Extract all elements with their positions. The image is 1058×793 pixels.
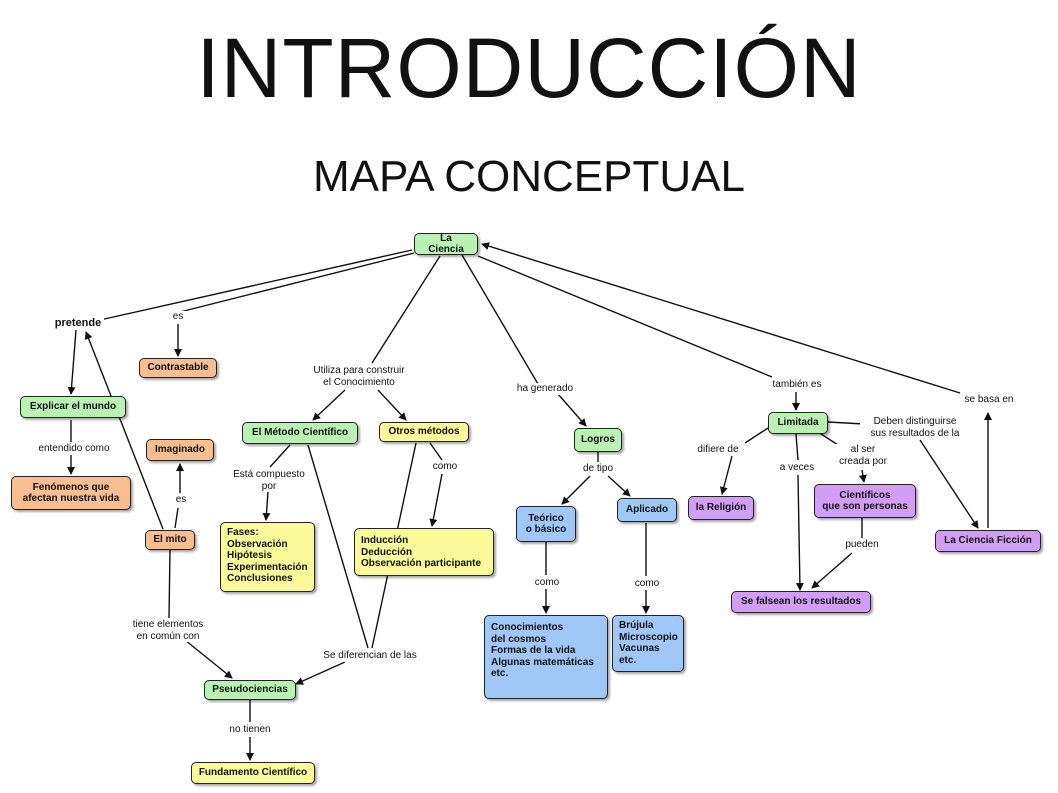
node-otros-metodos[interactable]: Otros métodos xyxy=(379,422,469,442)
node-explicar-mundo[interactable]: Explicar el mundo xyxy=(20,396,126,418)
node-fases[interactable]: Fases: Observación Hipótesis Experimenta… xyxy=(220,522,315,592)
edge-mito-es xyxy=(174,507,179,529)
link-se-basa-en: se basa en xyxy=(956,394,1022,406)
link-entendido-como: entendido como xyxy=(28,443,120,455)
link-pretende: pretende xyxy=(52,317,104,330)
link-al-ser: al ser creada por xyxy=(834,444,892,467)
link-como-aplicado: como xyxy=(630,578,664,590)
link-se-diferencian: Se diferencian de las xyxy=(312,650,428,662)
link-ha-generado: ha generado xyxy=(510,383,580,395)
link-es-imaginado: es xyxy=(172,494,190,506)
node-el-mito[interactable]: El mito xyxy=(145,530,195,550)
edge-metodo-compuesto xyxy=(269,444,291,468)
edge-mito-tiene xyxy=(168,549,171,619)
node-contrastable[interactable]: Contrastable xyxy=(139,358,217,378)
link-tambien-es: también es xyxy=(762,379,832,391)
node-induccion[interactable]: Inducción Deducción Observación particip… xyxy=(354,528,494,576)
edge-difiere-religion xyxy=(719,455,733,495)
edge-limitada-difiere xyxy=(744,427,769,444)
edge-metodo-dif xyxy=(307,444,369,649)
node-metodo-cientifico[interactable]: El Método Científico xyxy=(242,422,358,444)
edge-pueden-falsean xyxy=(811,552,853,589)
edge-ciencia-tambien xyxy=(477,255,773,378)
link-esta-compuesto: Está compuesto por xyxy=(224,469,314,492)
edge-ciencia-utiliza xyxy=(371,255,441,364)
edge-limitada-deben xyxy=(827,421,865,425)
node-ciencia-ficcion[interactable]: La Ciencia Ficción xyxy=(935,530,1041,552)
edge-utiliza-metodo xyxy=(312,389,346,421)
edge-detipo-teorico xyxy=(561,475,591,505)
node-fenomenos[interactable]: Fenómenos que afectan nuestra vida xyxy=(11,476,131,510)
edge-mito-pretende xyxy=(84,331,164,530)
edge-ciencia-es xyxy=(179,252,415,313)
edge-limitada-aveces xyxy=(795,433,799,461)
edge-aveces-falsean xyxy=(795,474,804,591)
link-deben-distinguirse: Deben distinguirse sus resultados de la xyxy=(860,416,970,439)
node-la-religion[interactable]: la Religión xyxy=(688,496,754,520)
edge-deben-ficcion xyxy=(919,439,979,529)
node-aplicado[interactable]: Aplicado xyxy=(617,498,677,522)
link-tiene-elementos: tiene elementos en común con xyxy=(118,619,218,642)
link-difiere-de: difiere de xyxy=(690,444,746,456)
edge-limitada-alser xyxy=(817,431,839,446)
node-fundamento-cientifico[interactable]: Fundamento Científico xyxy=(191,762,315,784)
edge-como-induccion xyxy=(429,473,443,527)
link-es-contrastable: es xyxy=(168,311,188,323)
edge-detipo-aplicado xyxy=(607,475,631,497)
edge-tiene-pseudo xyxy=(184,639,233,679)
link-de-tipo: de tipo xyxy=(576,463,620,475)
node-imaginado[interactable]: Imaginado xyxy=(146,439,214,461)
node-logros[interactable]: Logros xyxy=(574,428,622,452)
edge-utiliza-otros xyxy=(377,389,407,421)
link-no-tienen: no tienen xyxy=(222,724,278,736)
node-pseudociencias[interactable]: Pseudociencias xyxy=(204,680,296,700)
node-conocimientos[interactable]: Conocimientos del cosmos Formas de la vi… xyxy=(484,615,608,699)
node-se-falsean[interactable]: Se falsean los resultados xyxy=(731,591,871,613)
edge-pretende-explicar xyxy=(67,329,77,395)
edge-compuesto-fases xyxy=(262,491,271,521)
edge-generado-logros xyxy=(557,393,587,427)
node-brujula[interactable]: Brújula Microscopio Vacunas etc. xyxy=(612,615,684,672)
edge-basa-ciencia xyxy=(481,242,961,394)
node-cientificos[interactable]: Científicos que son personas xyxy=(814,484,916,518)
link-pueden: pueden xyxy=(838,539,886,551)
edge-otros-como xyxy=(429,442,443,461)
edge-alser-cientificos xyxy=(858,469,867,483)
link-como-teorico: como xyxy=(530,577,564,589)
node-la-ciencia[interactable]: La Ciencia xyxy=(414,233,478,255)
node-teorico[interactable]: Teórico o básico xyxy=(516,506,576,542)
edge-ciencia-pretende xyxy=(99,249,413,321)
link-como-otros: como xyxy=(428,461,462,473)
edge-dif-pseudo xyxy=(295,661,346,685)
page-subtitle: MAPA CONCEPTUAL xyxy=(313,152,745,201)
link-utiliza: Utiliza para construir el Conocimiento xyxy=(300,365,418,388)
node-limitada[interactable]: Limitada xyxy=(768,412,828,434)
edge-ciencia-generado xyxy=(461,254,539,385)
page-title: INTRODUCCIÓN xyxy=(196,21,862,115)
link-a-veces: a veces xyxy=(774,462,820,474)
